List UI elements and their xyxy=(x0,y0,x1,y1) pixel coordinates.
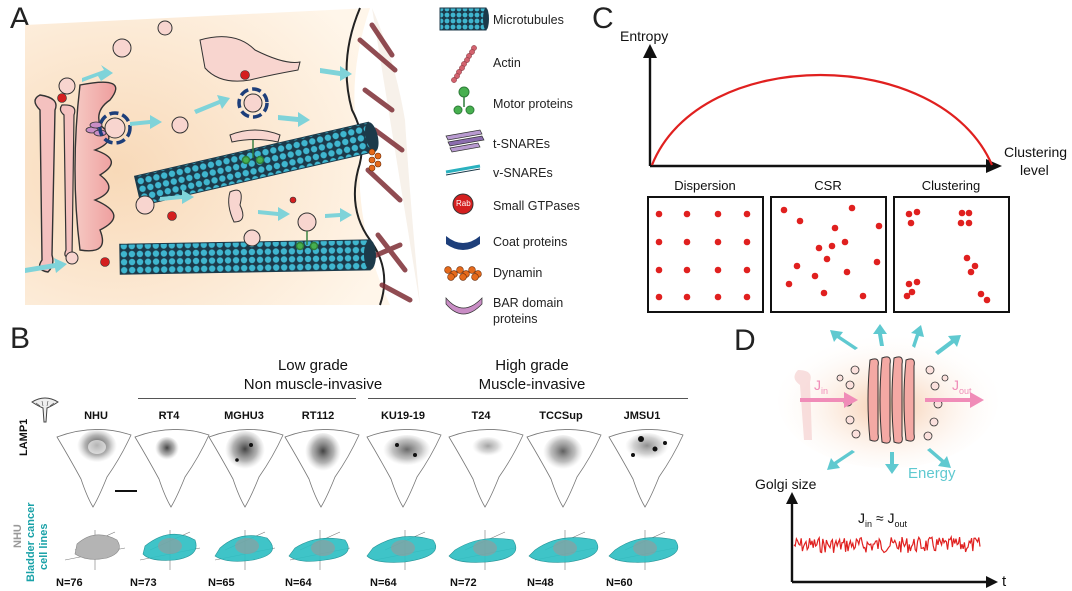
n-count-rt112: N=64 xyxy=(285,577,312,589)
cell-3d-renders xyxy=(64,530,679,570)
cell-name-rt112: RT112 xyxy=(301,410,335,422)
lamp1-images xyxy=(56,428,684,508)
clustering-axis-label-2: level xyxy=(1020,162,1049,178)
n-count-tccsup: N=48 xyxy=(527,577,554,589)
csr-box xyxy=(770,196,887,313)
legend-icons xyxy=(439,7,489,315)
cell-name-t24: T24 xyxy=(471,410,491,422)
entropy-curve xyxy=(650,74,994,166)
dispersion-title: Dispersion xyxy=(674,178,736,193)
n-count-jmsu1: N=60 xyxy=(606,577,633,589)
coat-protein-icon xyxy=(446,236,480,250)
panel-b-letter: B xyxy=(10,322,31,355)
legend-small-gtpases: Small GTPases xyxy=(493,199,580,213)
actin-icon xyxy=(451,45,477,83)
legend-bar-domain-2: proteins xyxy=(493,312,538,326)
high-grade-label: High grade xyxy=(495,357,569,374)
bar-domain-icon xyxy=(445,297,483,315)
muscle-invasive-label: Muscle-invasive xyxy=(478,376,586,393)
bladder-row-label-1: Bladder cancer xyxy=(25,502,37,582)
cell-name-rt4: RT4 xyxy=(158,410,180,422)
legend-microtubules: Microtubules xyxy=(493,13,564,27)
flux-balance-equation: Jin ≈ Jout xyxy=(858,510,907,529)
cell-name-tccsup: TCCSup xyxy=(539,410,583,422)
energy-label: Energy xyxy=(908,465,956,482)
n-count-t24: N=72 xyxy=(450,577,477,589)
n-count-ku19-19: N=64 xyxy=(370,577,397,589)
rab-icon xyxy=(452,193,474,215)
golgi-size-trace xyxy=(793,534,981,554)
legend-coat-proteins: Coat proteins xyxy=(493,235,568,249)
entropy-axis-label: Entropy xyxy=(620,28,669,44)
panel-a-illustration xyxy=(25,7,420,306)
cell-name-nhu: NHU xyxy=(84,410,108,422)
golgi-size-trace-chart xyxy=(786,492,998,588)
n-count-mghu3: N=65 xyxy=(208,577,235,589)
clustering-axis-label-1: Clustering xyxy=(1004,144,1068,160)
time-axis-label: t xyxy=(1002,573,1007,590)
golgi-size-axis-label: Golgi size xyxy=(755,476,817,492)
bladder-row-label-2: cell lines xyxy=(38,523,50,570)
low-grade-label: Low grade xyxy=(277,357,349,374)
high-grade-bracket xyxy=(368,398,688,399)
nhu-row-label: NHU xyxy=(12,524,24,548)
cell-shape-icon xyxy=(31,397,59,423)
lamp1-row-label: LAMP1 xyxy=(18,418,30,456)
rab-icon-text: Rab xyxy=(456,199,471,208)
golgi-steady-state-diagram xyxy=(778,324,998,474)
legend-v-snares: v-SNAREs xyxy=(493,166,553,180)
legend-motor-proteins: Motor proteins xyxy=(493,97,573,111)
cell-name-ku19-19: KU19-19 xyxy=(380,410,426,422)
cell-name-mghu3: MGHU3 xyxy=(224,410,264,422)
n-count-rt4: N=73 xyxy=(130,577,157,589)
csr-title: CSR xyxy=(814,178,842,193)
j-in-label: Jin xyxy=(814,377,829,396)
low-grade-bracket xyxy=(138,398,356,399)
n-count-nhu: N=76 xyxy=(56,577,83,589)
panel-c-letter: C xyxy=(592,2,614,35)
motor-protein-icon xyxy=(453,86,475,115)
point-patterns xyxy=(655,204,991,304)
entropy-curve-chart xyxy=(643,44,1002,173)
panel-d-letter: D xyxy=(734,324,756,357)
legend-t-snares: t-SNAREs xyxy=(493,137,550,151)
v-snare-icon xyxy=(445,164,481,176)
dynamin-icon xyxy=(444,266,482,281)
cell-name-jmsu1: JMSU1 xyxy=(623,410,661,422)
microtubule-icon xyxy=(439,7,489,31)
legend-actin: Actin xyxy=(493,56,521,70)
non-muscle-invasive-label: Non muscle-invasive xyxy=(243,376,383,393)
legend-bar-domain: BAR domain xyxy=(493,296,564,310)
t-snare-icon xyxy=(445,129,485,153)
legend-dynamin: Dynamin xyxy=(493,266,543,280)
clustering-title: Clustering xyxy=(921,178,981,193)
j-out-label: Jout xyxy=(952,377,972,396)
